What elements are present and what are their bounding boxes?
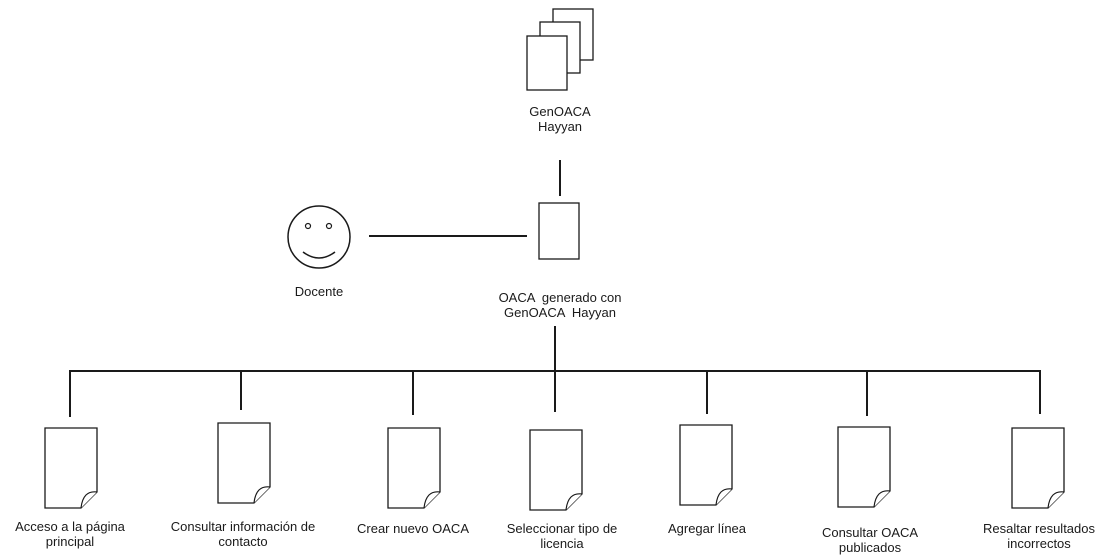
folded-page-icon <box>387 427 441 509</box>
leaf-label-line: Acceso a la página <box>15 519 125 534</box>
center-label: OACA generado con GenOACA Hayyan <box>470 290 650 320</box>
leaf-label-line: incorrectos <box>1007 536 1071 551</box>
actor-label: Docente <box>269 284 369 299</box>
leaf-label-line: contacto <box>218 534 268 549</box>
document-stack-icon <box>526 8 594 91</box>
center-label-line-2: GenOACA Hayyan <box>504 305 616 320</box>
leaf-label-line: publicados <box>838 540 902 555</box>
leaf-nodes-group <box>44 371 1065 511</box>
smiley-actor-icon <box>287 205 351 269</box>
center-label-line-1: OACA generado con <box>498 290 622 305</box>
leaf-label-line: Consultar información de <box>170 519 316 534</box>
leaf-label: Agregar línea <box>627 521 787 536</box>
folded-page-icon <box>44 427 98 509</box>
leaf-label-line: Resaltar resultados <box>983 521 1095 536</box>
root-label: GenOACA Hayyan <box>510 104 610 134</box>
leaf-label-line: Crear nuevo OACA <box>357 521 469 536</box>
folded-page-icon <box>837 426 891 508</box>
center-document-icon <box>538 202 580 260</box>
root-label-line-2: Hayyan <box>537 119 583 134</box>
root-label-line-1: GenOACA <box>529 104 591 119</box>
folded-page-icon <box>1011 427 1065 509</box>
folded-page-icon <box>529 429 583 511</box>
leaf-label-line: Consultar OACA <box>821 525 919 540</box>
leaf-label-line: Agregar línea <box>667 521 747 536</box>
folded-page-icon <box>679 424 733 506</box>
actor-label-text: Docente <box>294 284 344 299</box>
leaf-label-line: licencia <box>540 536 584 551</box>
folded-page-icon <box>217 422 271 504</box>
leaf-label-line: Seleccionar tipo de <box>506 521 618 536</box>
leaf-label: Crear nuevo OACA <box>333 521 493 536</box>
leaf-label-line: principal <box>45 534 95 549</box>
